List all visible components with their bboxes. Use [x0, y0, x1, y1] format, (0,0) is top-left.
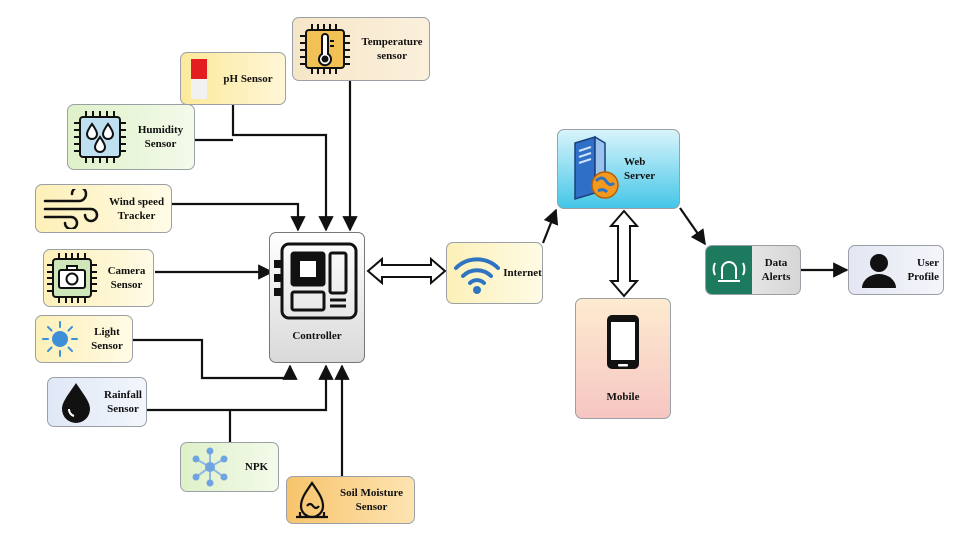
arrow-web-mobile	[608, 209, 640, 298]
mobile-label: Mobile	[606, 391, 640, 403]
light-sensor-node: Light Sensor	[35, 315, 133, 363]
npk-label: NPK	[244, 461, 269, 473]
molecule-icon	[185, 444, 235, 490]
web-server-label: Web Server	[624, 156, 656, 182]
wire-light	[133, 338, 298, 380]
rainfall-sensor-node: Rainfall Sensor	[47, 377, 147, 427]
web-server-node: Web Server	[557, 129, 680, 209]
wifi-icon	[451, 248, 503, 298]
controller-node: Controller	[269, 232, 365, 363]
internet-node: Internet	[446, 242, 543, 304]
ph-sensor-node: pH Sensor	[180, 52, 286, 105]
soil-moisture-icon	[291, 478, 333, 522]
humidity-sensor-node: Humidity Sensor	[67, 104, 195, 170]
water-drop-icon	[52, 379, 100, 425]
ph-strip-icon	[187, 55, 211, 103]
humidity-sensor-label: Humidity Sensor	[137, 124, 184, 150]
rainfall-sensor-label: Rainfall Sensor	[104, 389, 142, 415]
wind-icon	[40, 187, 102, 231]
user-silhouette-icon	[857, 248, 901, 292]
wind-tracker-label: Wind speed Tracker	[108, 195, 165, 222]
camera-sensor-node: Camera Sensor	[43, 249, 154, 307]
temperature-sensor-node: Temperature sensor	[292, 17, 430, 81]
user-profile-node: User Profile	[848, 245, 944, 295]
humidity-drops-chip-icon	[69, 106, 131, 168]
wire-internet-web	[541, 208, 559, 244]
user-profile-label: User Profile	[907, 257, 939, 283]
controller-label: Controller	[292, 330, 342, 342]
mobile-node: Mobile	[575, 298, 671, 419]
data-alerts-label: Data Alerts	[761, 257, 791, 283]
microcontroller-icon	[271, 239, 363, 323]
soil-moisture-label: Soil Moisture Sensor	[339, 487, 404, 513]
wire-web-alerts	[679, 207, 706, 246]
thermometer-chip-icon	[295, 19, 355, 79]
arrow-controller-internet	[366, 256, 447, 286]
light-sensor-label: Light Sensor	[91, 326, 123, 352]
soil-moisture-node: Soil Moisture Sensor	[286, 476, 415, 524]
server-globe-icon	[564, 134, 624, 204]
ph-sensor-label: pH Sensor	[223, 72, 273, 85]
npk-node: NPK	[180, 442, 279, 492]
smartphone-icon	[603, 312, 643, 372]
camera-sensor-label: Camera Sensor	[107, 265, 146, 291]
wire-ph	[231, 105, 334, 232]
sun-icon	[38, 317, 82, 361]
alarm-light-icon	[706, 246, 752, 294]
internet-label: Internet	[503, 267, 542, 279]
wind-tracker-node: Wind speed Tracker	[35, 184, 172, 233]
wire-wind	[172, 202, 306, 232]
data-alerts-node: Data Alerts	[705, 245, 801, 295]
wire-rainfall	[147, 364, 334, 412]
temperature-sensor-label: Temperature sensor	[361, 36, 423, 62]
camera-chip-icon	[44, 250, 100, 306]
